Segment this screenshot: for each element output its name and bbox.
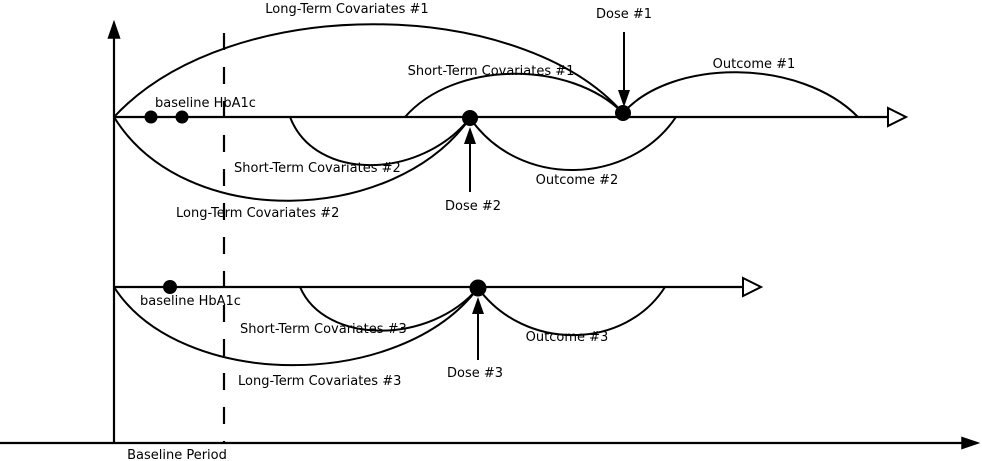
arc-short-term-covariates-1 xyxy=(404,72,624,118)
label-outcome-1: Outcome #1 xyxy=(713,57,796,72)
label-short-term-covariates-3: Short-Term Covariates #3 xyxy=(240,322,407,337)
timeline-2: baseline HbA1c Short-Term Covariates #3 … xyxy=(113,276,764,389)
label-long-term-covariates-2: Long-Term Covariates #2 xyxy=(176,206,339,221)
arc-long-term-covariates-2 xyxy=(113,116,471,202)
arc-outcome-2 xyxy=(469,116,677,171)
label-short-term-covariates-2: Short-Term Covariates #2 xyxy=(234,161,401,176)
arc-outcome-1 xyxy=(622,71,859,118)
label-baseline-period: Baseline Period xyxy=(127,448,227,461)
label-baseline-hba1c-bottom: baseline HbA1c xyxy=(140,294,241,309)
dose-2-dot xyxy=(462,110,478,126)
label-short-term-covariates-1: Short-Term Covariates #1 xyxy=(408,64,575,79)
dose-1-pointer xyxy=(618,32,630,107)
arc-short-term-covariates-3 xyxy=(299,286,479,332)
baseline-hba1c-dot-1b xyxy=(175,110,189,124)
dose-1-dot xyxy=(615,105,631,121)
label-long-term-covariates-1: Long-Term Covariates #1 xyxy=(265,2,428,17)
label-long-term-covariates-3: Long-Term Covariates #3 xyxy=(238,374,401,389)
timeline-1: Long-Term Covariates #1 Short-Term Covar… xyxy=(113,2,909,221)
dose-3-dot xyxy=(469,279,487,297)
baseline-hba1c-dot-1a xyxy=(144,110,158,124)
arc-short-term-covariates-2 xyxy=(289,116,471,167)
baseline-hba1c-dot-2 xyxy=(163,280,177,294)
x-axis xyxy=(0,436,981,450)
dose-2-pointer xyxy=(464,127,476,192)
arc-long-term-covariates-1 xyxy=(113,23,624,118)
label-outcome-3: Outcome #3 xyxy=(526,330,609,345)
arc-outcome-3 xyxy=(477,286,666,337)
label-outcome-2: Outcome #2 xyxy=(536,173,619,188)
label-dose-1: Dose #1 xyxy=(596,7,652,22)
label-dose-3: Dose #3 xyxy=(447,366,503,381)
timeline-1-arrowhead xyxy=(887,106,909,128)
dose-3-pointer xyxy=(472,297,484,360)
label-dose-2: Dose #2 xyxy=(445,199,501,214)
label-baseline-hba1c-top: baseline HbA1c xyxy=(155,96,256,111)
timeline-2-arrowhead xyxy=(742,276,764,298)
y-axis xyxy=(107,19,121,443)
arc-long-term-covariates-3 xyxy=(113,286,479,367)
